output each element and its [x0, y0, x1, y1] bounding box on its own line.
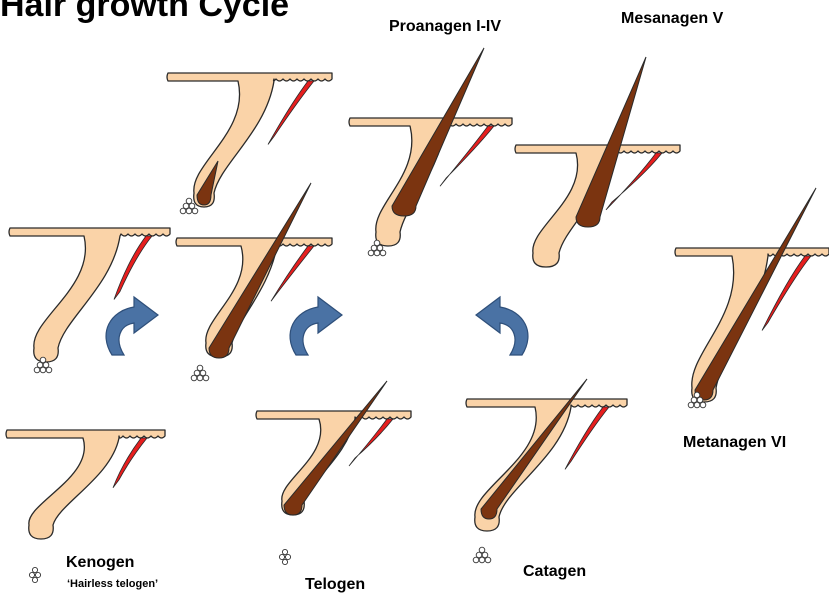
- follicle-sheath: [6, 430, 165, 539]
- follicle-sheath: [675, 248, 829, 402]
- arrector-muscle: [114, 236, 152, 300]
- follicle-kenogen-lower: [6, 430, 165, 539]
- follicle-early-anagen: [176, 183, 332, 381]
- papilla-cells-icon: [279, 549, 290, 564]
- follicle-telogen: [256, 381, 411, 515]
- label-telogen: Telogen: [305, 576, 365, 594]
- arrector-muscle: [268, 81, 314, 145]
- cycle-arrow-icon: [290, 297, 342, 355]
- follicle-proanagen: [349, 48, 512, 256]
- hair-shaft: [284, 381, 387, 515]
- hair-shaft: [576, 57, 646, 227]
- follicle-new-anagen-small: [167, 73, 332, 214]
- label-mesanagen: Mesanagen V: [621, 10, 723, 28]
- papilla-cells-icon: [191, 365, 209, 381]
- cycle-arrow-icon: [106, 297, 158, 355]
- cycle-arrow-kenogen-to-anagen: [106, 297, 158, 355]
- follicle-sheath: [9, 228, 170, 362]
- label-catagen: Catagen: [523, 563, 586, 581]
- follicle-sheath: [256, 411, 411, 515]
- follicle-kenogen-empty: [9, 228, 170, 373]
- follicle-sheath: [167, 73, 332, 207]
- hair-shaft: [695, 188, 816, 400]
- cycle-arrow-catagen: [476, 297, 528, 355]
- cycle-arrow-early-anagen: [290, 297, 342, 355]
- follicle-metanagen: [675, 188, 829, 408]
- follicle-mesanagen: [515, 57, 680, 267]
- follicle-catagen: [466, 379, 627, 563]
- arrector-muscle: [271, 246, 314, 301]
- cycle-arrow-icon: [476, 297, 528, 355]
- label-kenogen-sub: ‘Hairless telogen’: [67, 578, 158, 590]
- label-proanagen: Proanagen I-IV: [389, 18, 501, 36]
- arrector-muscle: [440, 126, 494, 186]
- papilla-cells-icon: [473, 547, 491, 563]
- follicle-sheath: [349, 118, 512, 246]
- papilla-cells-icon: [29, 567, 40, 582]
- arrector-muscle: [565, 407, 609, 469]
- hair-shaft: [392, 48, 484, 216]
- label-metanagen: Metanagen VI: [683, 434, 786, 452]
- arrector-muscle: [113, 438, 147, 488]
- label-kenogen: Kenogen: [66, 554, 134, 572]
